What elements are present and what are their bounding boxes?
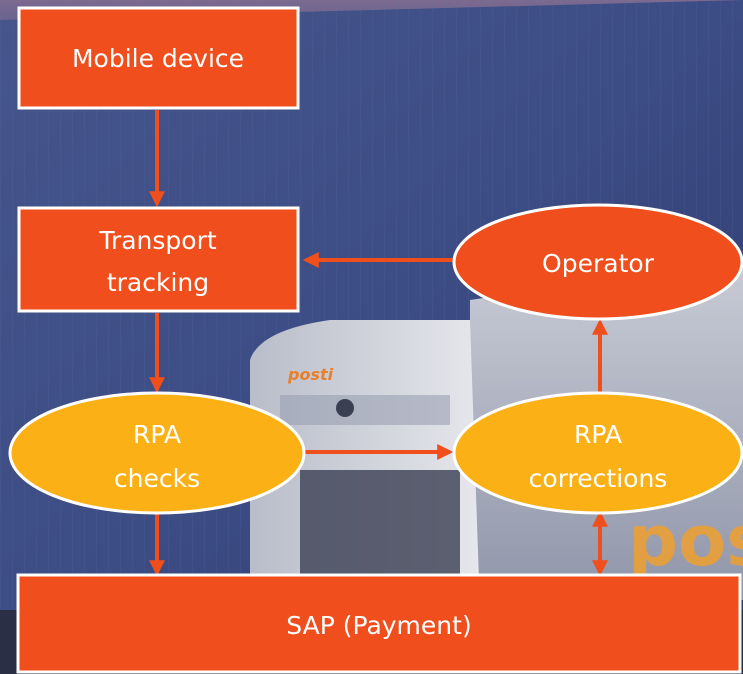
node-operator: Operator [452, 203, 743, 321]
node-transport-tracking-line1: Transport [98, 226, 217, 255]
node-rpa-corrections-line2: corrections [529, 464, 668, 493]
node-rpa-checks-line2: checks [114, 464, 200, 493]
truck-brand-logo: posti [287, 365, 334, 384]
node-rpa-corrections-line1: RPA [574, 420, 622, 449]
node-rpa-corrections: RPA corrections [452, 391, 743, 515]
trailer-brand-logo: posti [628, 500, 743, 582]
node-rpa-checks-line1: RPA [133, 420, 181, 449]
node-sap-payment-label: SAP (Payment) [286, 611, 471, 640]
node-operator-label: Operator [542, 249, 655, 278]
node-sap-payment: SAP (Payment) [16, 573, 742, 674]
node-transport-tracking-line2: tracking [107, 268, 209, 297]
node-mobile-device-label: Mobile device [72, 44, 244, 73]
node-transport-tracking: Transport tracking [17, 206, 300, 313]
node-mobile-device: Mobile device [17, 6, 300, 110]
node-rpa-checks: RPA checks [8, 391, 306, 515]
